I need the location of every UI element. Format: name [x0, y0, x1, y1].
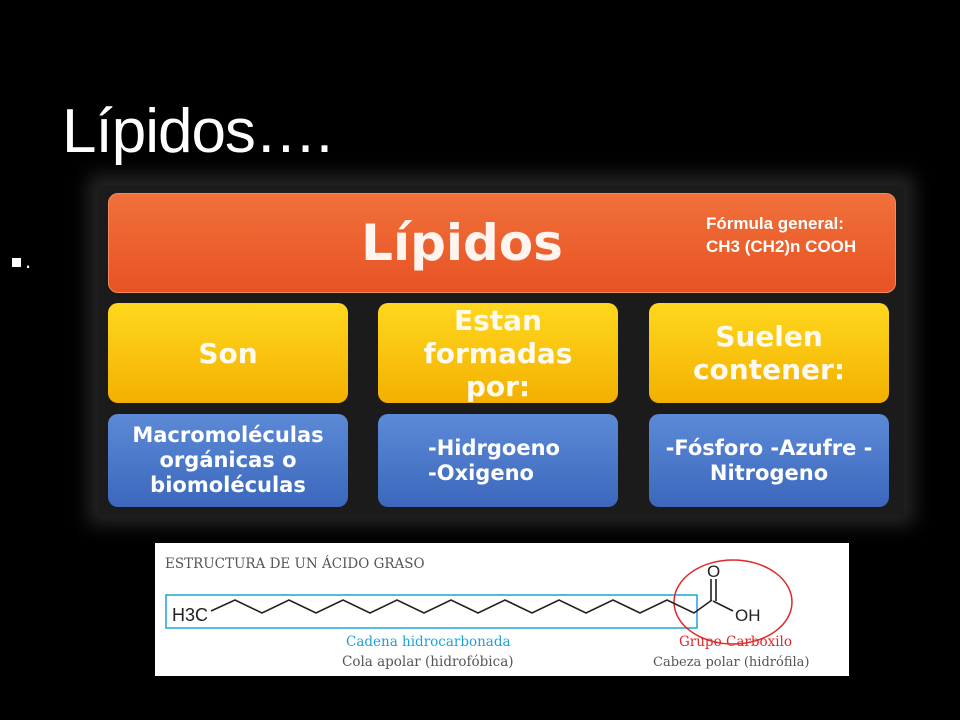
detail-text: Macromoléculas orgánicas o biomoléculas — [132, 423, 324, 497]
carbon-chain-line — [210, 599, 713, 614]
hydroxyl-label: OH — [735, 606, 761, 625]
group-label: Grupo Carboxilo — [679, 634, 792, 650]
formula-text: Fórmula general: CH3 (CH2)n COOH — [706, 214, 857, 256]
detail-text: -Fósforo -Azufre - Nitrogeno — [665, 435, 873, 485]
lipids-diagram: Lípidos Son Estan formadas por: Suelen c… — [98, 185, 904, 515]
bullet-item: . — [12, 248, 31, 274]
fatty-acid-svg: ESTRUCTURA DE UN ÁCIDO GRASO H3C O OH Ca… — [165, 556, 809, 670]
bullet-text: . — [25, 248, 32, 273]
detail-box-contener: -Fósforo -Azufre - Nitrogeno — [649, 414, 889, 507]
detail-box-formadas: -Hidrgoeno -Oxigeno — [378, 414, 618, 507]
heading-text: Estan formadas por: — [423, 303, 573, 403]
detail-box-son: Macromoléculas orgánicas o biomoléculas — [108, 414, 348, 507]
heading-box-formadas: Estan formadas por: — [378, 303, 618, 403]
heading-box-contener: Suelen contener: — [649, 303, 889, 403]
chain-sublabel: Cola apolar (hidrofóbica) — [342, 654, 514, 670]
diagram-header-text: Lípidos — [361, 214, 563, 272]
chain-highlight-box — [165, 594, 698, 629]
heading-text: Suelen contener: — [692, 320, 846, 386]
hydroxyl-bond — [712, 600, 734, 612]
diagram-header-box: Lípidos — [108, 193, 896, 293]
carboxyl-circle — [673, 559, 793, 645]
structure-title: ESTRUCTURA DE UN ÁCIDO GRASO — [165, 556, 425, 572]
h3c-label: H3C — [172, 605, 208, 625]
detail-text: -Hidrgoeno -Oxigeno — [428, 435, 560, 485]
heading-box-son: Son — [108, 303, 348, 403]
fatty-acid-structure: ESTRUCTURA DE UN ÁCIDO GRASO H3C O OH Ca… — [155, 543, 849, 676]
bullet-square-icon — [12, 257, 21, 267]
slide-title: Lípidos…. — [62, 97, 333, 166]
chain-label: Cadena hidrocarbonada — [346, 634, 511, 650]
group-sublabel: Cabeza polar (hidrófila) — [653, 655, 809, 670]
heading-text: Son — [198, 336, 258, 370]
oxygen-label: O — [707, 562, 720, 581]
